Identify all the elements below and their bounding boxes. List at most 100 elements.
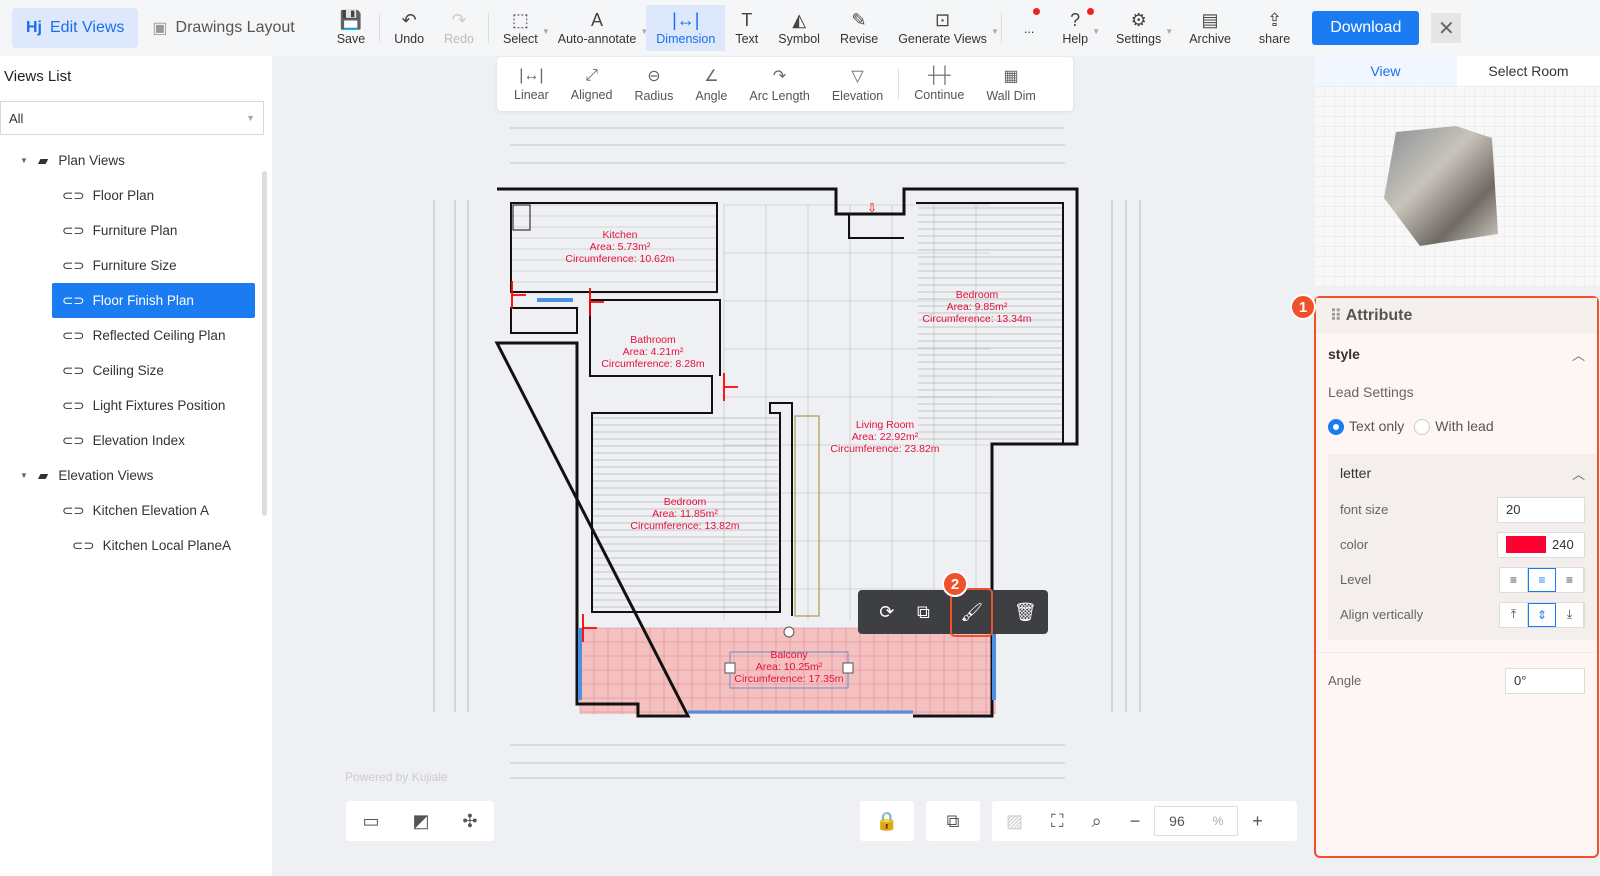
view-item[interactable]: ⊂⊃Elevation Index <box>0 423 272 458</box>
image-icon[interactable]: ▨ <box>1006 810 1024 831</box>
chevron-up-icon[interactable]: ︿ <box>1571 347 1585 363</box>
zoom-input[interactable]: 96% <box>1154 806 1239 836</box>
undo-icon: ↶ <box>401 10 417 30</box>
link-icon: ⊂⊃ <box>62 292 85 308</box>
attribute-panel: ⠿Attribute style︿ Lead Settings Text onl… <box>1314 296 1599 858</box>
toolbar-generate-views-button[interactable]: ⊡Generate Views▼ <box>898 10 999 46</box>
dim-tool-label: Radius <box>634 88 674 103</box>
view-item[interactable]: ⊂⊃Furniture Plan <box>0 213 272 248</box>
right-panel: View Select Room ⠿Attribute style︿ Lead S… <box>1290 56 1600 876</box>
zoom-area-icon[interactable]: ⌕ <box>1091 810 1102 831</box>
toolbar-dimension-button[interactable]: |↔|Dimension <box>646 5 726 51</box>
dim-tool-radius[interactable]: ⊖ Radius <box>623 66 684 103</box>
dim-tool-label: Linear <box>514 87 549 102</box>
dim-tool-elevation[interactable]: ▽Elevation <box>821 66 894 103</box>
drawings-layout-tab[interactable]: ▣Drawings Layout <box>138 8 308 48</box>
caret-down-icon: ▼ <box>20 156 28 165</box>
toolbar---button[interactable]: ... <box>1014 5 1044 51</box>
view-item[interactable]: ⊂⊃Kitchen Local PlaneA <box>0 528 272 563</box>
view-item[interactable]: ⊂⊃Kitchen Elevation A <box>0 493 272 528</box>
color-picker[interactable]: 240 <box>1497 531 1585 558</box>
tab-select-room[interactable]: Select Room <box>1488 63 1569 79</box>
dim-tool-angle[interactable]: ∠Angle <box>684 66 738 103</box>
view-item[interactable]: ⊂⊃Light Fixtures Position <box>0 388 272 423</box>
level-label: Level <box>1340 572 1372 587</box>
auto-annotate-icon: A <box>591 10 604 30</box>
contrast-icon[interactable]: ◩ <box>412 810 430 831</box>
chevron-up-icon[interactable]: ︿ <box>1571 466 1585 482</box>
format-brush-icon[interactable]: 🖌 <box>950 587 994 637</box>
views-tree: ▼▰Plan Views⊂⊃Floor Plan⊂⊃Furniture Plan… <box>0 143 272 563</box>
align-bottom-icon[interactable]: ⤓ <box>1556 602 1584 627</box>
redo-icon: ↷ <box>451 10 467 30</box>
dim-tool-aligned[interactable]: ⤢Aligned <box>560 67 624 102</box>
text-only-radio[interactable]: Text only <box>1328 418 1404 436</box>
layout-icon: ▣ <box>152 20 168 37</box>
dimension-toolbar: |↔|Linear⤢Aligned ⊖ Radius ∠Angle↷Arc Lengt… <box>497 57 1073 111</box>
fit-screen-icon[interactable]: ⛶ <box>1051 810 1064 831</box>
color-swatch <box>1506 536 1546 553</box>
align-left-icon[interactable]: ≡ <box>1500 567 1528 592</box>
link-icon: ⊂⊃ <box>62 327 85 343</box>
align-center-icon[interactable]: ≡ <box>1528 567 1556 592</box>
continue-icon: ┼┼ <box>927 66 951 84</box>
view-filter-select[interactable]: All▼ <box>0 101 264 135</box>
drag-handle-icon[interactable]: ⠿ <box>1330 308 1342 325</box>
view-item[interactable]: ⊂⊃Furniture Size <box>0 248 272 283</box>
compass-icon[interactable]: ✣ <box>462 810 478 831</box>
lock-button[interactable]: 🔒 <box>860 801 914 841</box>
dim-tool-label: Arc Length <box>749 88 810 103</box>
toolbar-help-button[interactable]: ?Help▼ <box>1062 8 1101 46</box>
folder-label: Plan Views <box>58 153 125 168</box>
toolbar-share-button[interactable]: ⇪share <box>1249 5 1300 51</box>
link-icon: ⊂⊃ <box>62 187 85 203</box>
align-top-icon[interactable]: ⤒ <box>1500 602 1528 627</box>
with-lead-radio[interactable]: With lead <box>1414 418 1494 436</box>
align-middle-icon[interactable]: ⇕ <box>1528 602 1556 627</box>
zoom-out-button[interactable]: − <box>1129 810 1141 831</box>
toolbar-select-button[interactable]: ⬚Select▼ <box>502 10 550 46</box>
radius-icon: ⊖ <box>647 67 661 85</box>
view-item[interactable]: ⊂⊃Ceiling Size <box>0 353 272 388</box>
duplicate-icon[interactable]: ⧉ <box>916 601 930 622</box>
toolbar-settings-button[interactable]: ⚙Settings▼ <box>1116 10 1174 46</box>
toolbar-redo-button[interactable]: ↷Redo <box>434 5 484 51</box>
dim-tool-continue[interactable]: ┼┼Continue <box>903 67 975 102</box>
view-item[interactable]: ⊂⊃Floor Plan <box>0 178 272 213</box>
align-right-icon[interactable]: ≡ <box>1556 567 1584 592</box>
delete-icon[interactable]: 🗑 <box>1013 601 1037 622</box>
close-button[interactable]: ✕ <box>1431 13 1462 43</box>
dim-tool-linear[interactable]: |↔|Linear <box>503 67 560 102</box>
zoom-unit: % <box>1212 814 1224 828</box>
dim-tool-arc-length[interactable]: ↷Arc Length <box>738 66 820 103</box>
callout-badge-2: 2 <box>942 571 968 597</box>
font-size-input[interactable]: 20 <box>1497 496 1585 523</box>
view-item[interactable]: ⊂⊃Floor Finish Plan <box>52 283 255 318</box>
tab-view[interactable]: View <box>1314 56 1457 86</box>
rotate-icon[interactable]: ⟳ <box>879 601 895 622</box>
dim-tool-label: Angle <box>695 88 728 103</box>
dim-tool-wall-dim[interactable]: ▦Wall Dim <box>975 66 1047 103</box>
angle-input[interactable]: 0° <box>1505 667 1585 694</box>
tree-folder[interactable]: ▼▰Plan Views <box>0 143 272 178</box>
toolbar-revise-button[interactable]: ✎Revise <box>830 5 888 51</box>
color-legend-icon[interactable]: ▭ <box>362 810 380 831</box>
toolbar-save-button[interactable]: 💾Save <box>327 5 376 51</box>
view-item[interactable]: ⊂⊃Reflected Ceiling Plan <box>0 318 272 353</box>
scrollbar[interactable] <box>262 171 267 516</box>
toolbar-symbol-button[interactable]: ◭Symbol <box>768 5 830 51</box>
zoom-in-button[interactable]: + <box>1252 810 1263 831</box>
toolbar-undo-button[interactable]: ↶Undo <box>384 5 434 51</box>
toolbar-archive-button[interactable]: ▤Archive <box>1179 5 1241 51</box>
resize-handle <box>842 662 854 674</box>
download-button[interactable]: Download <box>1312 11 1420 45</box>
tree-folder[interactable]: ▼▰Elevation Views <box>0 458 272 493</box>
minimap[interactable] <box>1314 86 1600 286</box>
layers-button[interactable]: ⧉ <box>926 801 980 841</box>
room-label-name: Kitchen <box>602 229 637 241</box>
